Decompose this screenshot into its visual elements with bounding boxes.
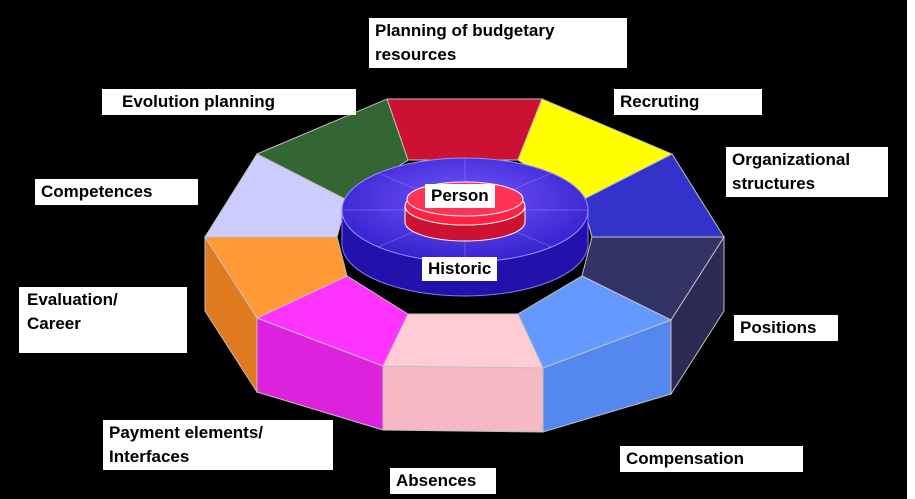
person-label: Person [425, 184, 495, 208]
label-recruting: Recruting [614, 89, 762, 115]
label-absences: Absences [390, 468, 496, 494]
label-evaluation: Evaluation/ Career [19, 287, 187, 353]
label-competences: Competences [35, 179, 198, 205]
label-compensation: Compensation [620, 446, 803, 472]
historic-label: Historic [422, 257, 498, 281]
outer-ring-top [204, 98, 725, 369]
label-planning-budget: Planning of budgetary resources [369, 18, 627, 68]
segment-absences [382, 313, 544, 369]
label-payment: Payment elements/ Interfaces [103, 420, 333, 470]
outer-ring-sides [204, 235, 725, 433]
segment-evolution [255, 98, 409, 201]
side-absences [382, 365, 544, 433]
label-evolution: Evolution planning [102, 89, 356, 115]
segment-planning-budget [386, 98, 543, 161]
label-positions: Positions [734, 315, 838, 341]
label-organizational: Organizational structures [726, 147, 888, 197]
